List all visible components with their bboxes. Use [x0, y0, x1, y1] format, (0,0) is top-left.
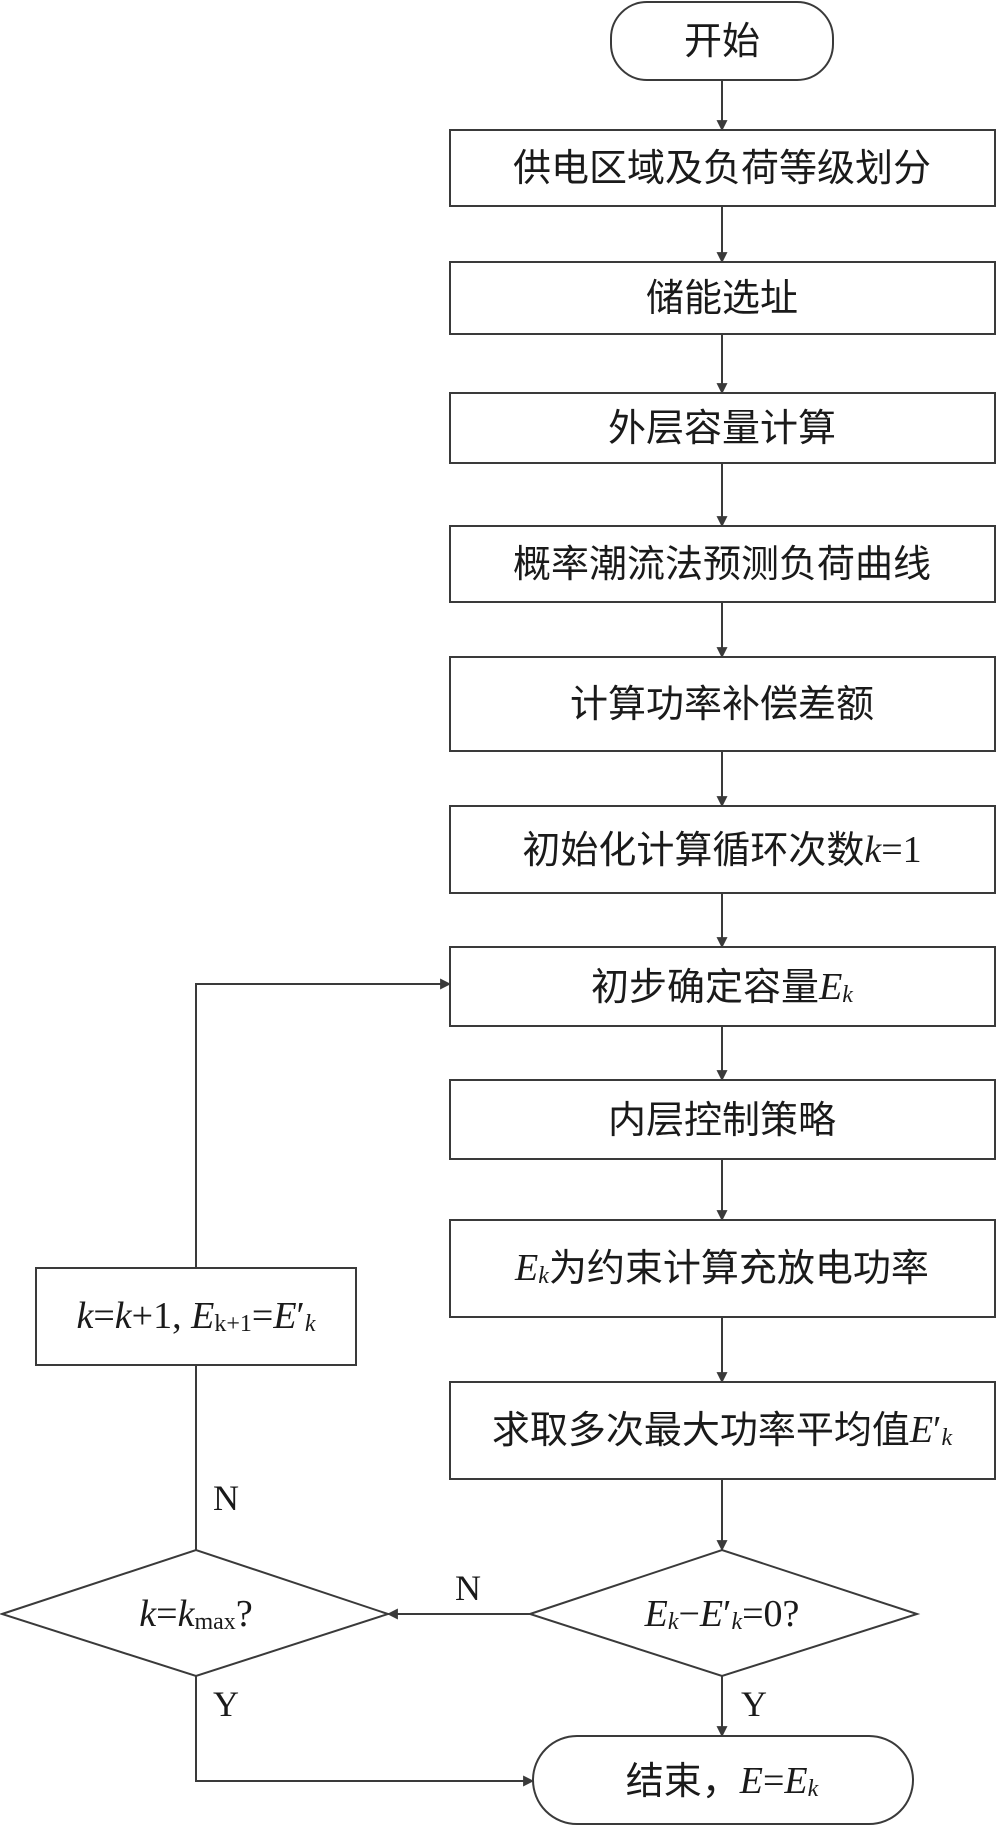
step-supply-region-box — [449, 129, 996, 207]
decision-converged-diamond — [526, 1548, 921, 1678]
step-load-forecast-label: 概率潮流法预测负荷曲线 — [513, 542, 931, 586]
label-no-decision2: N — [213, 1478, 239, 1518]
start-label: 开始 — [684, 19, 760, 63]
step-initial-capacity-box — [449, 946, 996, 1027]
step-outer-capacity-label: 外层容量计算 — [608, 406, 836, 450]
step-inner-control-label: 内层控制策略 — [608, 1098, 836, 1142]
decision-kmax-label: k=kmax? — [139, 1593, 252, 1635]
step-init-loop-label: 初始化计算循环次数k=1 — [522, 828, 921, 872]
step-site-selection-label: 储能选址 — [646, 276, 798, 320]
arrow-decision2-yes-to-end — [195, 1676, 535, 1787]
step-charge-power-label: Ek为约束计算充放电功率 — [514, 1246, 929, 1290]
label-yes-decision2: Y — [213, 1684, 239, 1724]
update-k-label: k=k+1, Ek+1=E′k — [76, 1295, 315, 1337]
step-charge-power-box — [449, 1219, 996, 1318]
step-power-compensation-label: 计算功率补偿差额 — [570, 682, 874, 726]
step-inner-control-box — [449, 1079, 996, 1160]
step-average-power-label: 求取多次最大功率平均值E′k — [492, 1408, 953, 1452]
step-outer-capacity-box — [449, 392, 996, 464]
label-no-decision1: N — [455, 1568, 481, 1608]
end-label: 结束，E=Ek — [626, 1759, 819, 1803]
arrow-update-to-step7 — [195, 978, 452, 1268]
label-yes-decision1: Y — [741, 1684, 767, 1724]
step-supply-region-label: 供电区域及负荷等级划分 — [513, 146, 931, 190]
decision-converged-label: Ek−E′k=0? — [644, 1593, 800, 1635]
step-initial-capacity-label: 初步确定容量Ek — [591, 965, 853, 1009]
